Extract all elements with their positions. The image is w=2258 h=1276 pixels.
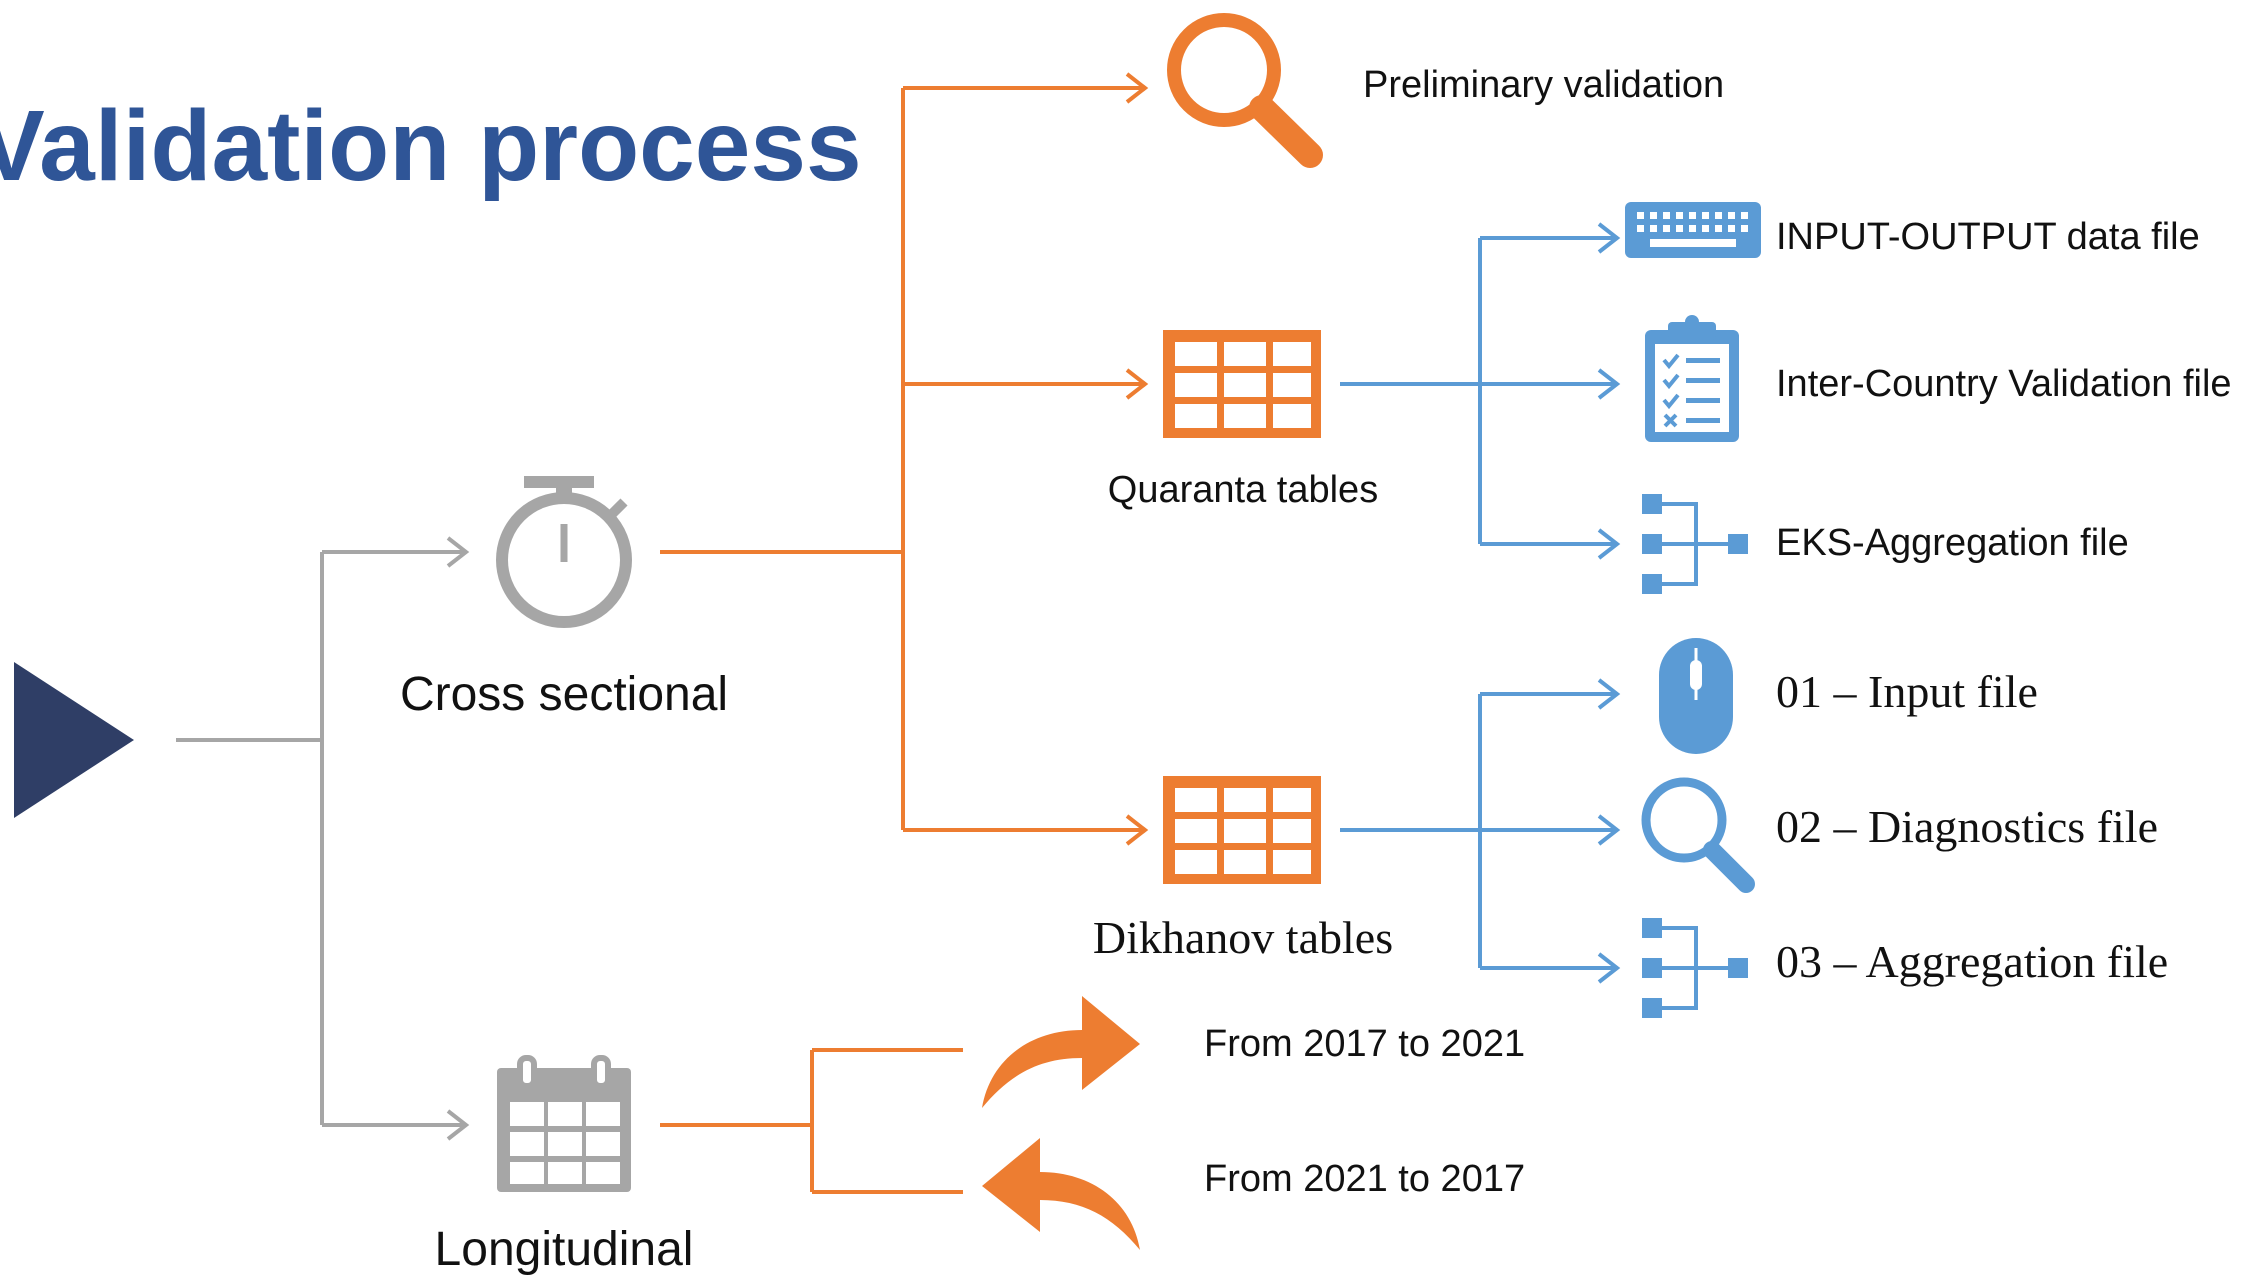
quaranta-output-label: Inter-Country Validation file (1776, 363, 2232, 405)
keyboard-icon (1625, 202, 1761, 258)
longitudinal-label: Longitudinal (434, 1223, 694, 1276)
mouse-icon (1659, 638, 1733, 754)
dikhanov-table-icon (1163, 776, 1321, 884)
quaranta-output-label: EKS-Aggregation file (1776, 522, 2129, 564)
cross-sectional-label: Cross sectional (399, 668, 729, 721)
hierarchy-icon (1642, 494, 1748, 594)
dikhanov-output-connectors (1340, 678, 1621, 984)
preliminary-validation-label: Preliminary validation (1363, 64, 1725, 106)
cross-sectional-connectors (660, 72, 1149, 846)
backward-curved-arrow-icon (982, 1138, 1140, 1250)
stopwatch-icon (496, 476, 632, 628)
calendar-icon (497, 1055, 631, 1192)
dikhanov-output-label: 02 – Diagnostics file (1776, 801, 2158, 852)
dikhanov-output-label: 03 – Aggregation file (1776, 936, 2169, 987)
dikhanov-tables-label: Dikhanov tables (1092, 912, 1394, 963)
diagnostics-search-icon (1641, 777, 1755, 893)
root-connectors (176, 536, 470, 1141)
dikhanov-output-label: 01 – Input file (1776, 666, 2038, 717)
page-title: Validation process (0, 90, 862, 202)
forward-direction-label: From 2017 to 2021 (1204, 1023, 1526, 1065)
quaranta-table-icon (1163, 330, 1321, 438)
quaranta-output-connectors (1340, 222, 1621, 560)
longitudinal-connectors (660, 1048, 963, 1194)
quaranta-tables-label: Quaranta tables (1107, 469, 1379, 511)
forward-curved-arrow-icon (982, 996, 1140, 1108)
search-icon (1167, 13, 1323, 168)
aggregation-hierarchy-icon (1642, 918, 1748, 1018)
clipboard-checklist-icon (1645, 315, 1739, 442)
quaranta-output-label: INPUT-OUTPUT data file (1776, 216, 2200, 258)
start-triangle (14, 662, 134, 818)
backward-direction-label: From 2021 to 2017 (1204, 1158, 1526, 1200)
